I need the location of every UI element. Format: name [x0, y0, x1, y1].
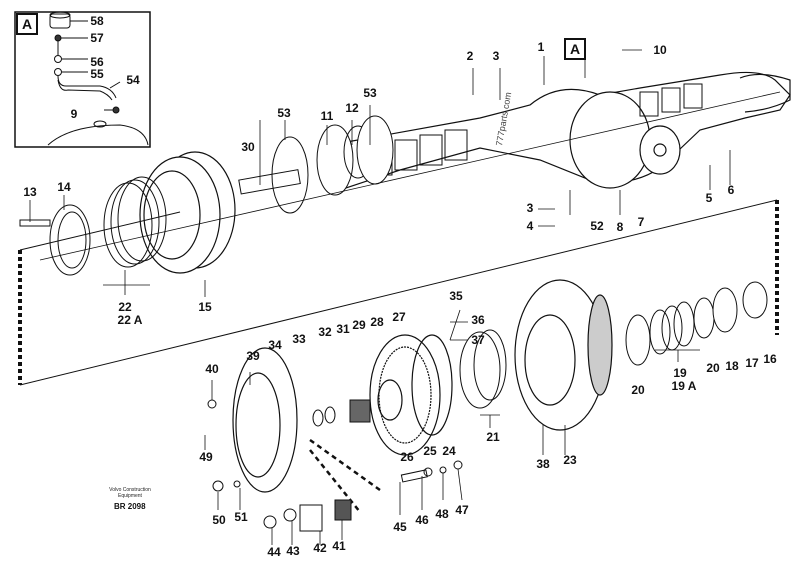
part-label-12[interactable]: 12 — [345, 101, 359, 115]
part-label-54[interactable]: 54 — [126, 73, 140, 87]
part-label-52[interactable]: 52 — [590, 219, 604, 233]
part-label-22[interactable]: 22 — [118, 300, 132, 314]
part-label-7[interactable]: 7 — [637, 215, 645, 229]
bolt-13 — [19, 219, 51, 227]
part-label-6[interactable]: 6 — [727, 183, 735, 197]
part-label-20-right[interactable]: 20 — [706, 361, 720, 375]
part-label-34[interactable]: 34 — [268, 338, 282, 352]
bearing-21 — [459, 331, 501, 409]
part-label-5[interactable]: 5 — [705, 191, 713, 205]
part-label-37[interactable]: 37 — [471, 333, 485, 347]
part-label-14[interactable]: 14 — [57, 180, 71, 194]
axle-housing — [329, 71, 791, 191]
planet-gear-42 — [299, 504, 323, 532]
part-label-50[interactable]: 50 — [212, 513, 226, 527]
part-label-11[interactable]: 11 — [320, 109, 334, 123]
part-label-35[interactable]: 35 — [449, 289, 463, 303]
inset-fitting-56 — [54, 55, 62, 63]
part-label-1[interactable]: 1 — [537, 40, 545, 54]
part-label-29[interactable]: 29 — [352, 318, 366, 332]
part-label-28[interactable]: 28 — [370, 315, 384, 329]
part-label-43[interactable]: 43 — [286, 544, 300, 558]
o-ring-53 — [271, 136, 309, 214]
part-label-40[interactable]: 40 — [205, 362, 219, 376]
inset-housing — [47, 124, 149, 146]
part-label-31[interactable]: 31 — [336, 322, 350, 336]
part-label-26[interactable]: 26 — [400, 450, 414, 464]
publisher-credit: Volvo Construction Equipment — [100, 487, 160, 499]
credit-line-2: Equipment — [118, 493, 142, 499]
part-label-46[interactable]: 46 — [415, 513, 429, 527]
part-label-27[interactable]: 27 — [392, 310, 406, 324]
part-label-44[interactable]: 44 — [267, 545, 281, 559]
part-label-33[interactable]: 33 — [292, 332, 306, 346]
part-label-41[interactable]: 41 — [332, 539, 346, 553]
inset-adapter-9 — [112, 106, 120, 114]
drawing-code: BR 2098 — [114, 502, 146, 511]
part-label-48[interactable]: 48 — [435, 507, 449, 521]
part-label-42[interactable]: 42 — [313, 541, 327, 555]
part-label-9[interactable]: 9 — [70, 107, 78, 121]
part-label-25[interactable]: 25 — [423, 444, 437, 458]
part-label-20-left[interactable]: 20 — [631, 383, 645, 397]
part-label-39[interactable]: 39 — [246, 349, 260, 363]
planet-carrier-39 — [232, 347, 298, 493]
hub-11 — [316, 124, 354, 196]
part-label-21[interactable]: 21 — [486, 430, 500, 444]
part-label-38[interactable]: 38 — [536, 457, 550, 471]
part-label-17[interactable]: 17 — [745, 356, 759, 370]
part-label-23[interactable]: 23 — [563, 453, 577, 467]
inset-callout-a: A — [16, 13, 38, 35]
part-label-19a[interactable]: 19 A — [671, 379, 697, 393]
inset-hose-54 — [57, 75, 117, 99]
part-label-10[interactable]: 10 — [653, 43, 667, 57]
part-label-3-bottom[interactable]: 3 — [526, 201, 534, 215]
part-label-55[interactable]: 55 — [90, 67, 104, 81]
part-label-16[interactable]: 16 — [763, 352, 777, 366]
part-label-51[interactable]: 51 — [234, 510, 248, 524]
part-label-3-top[interactable]: 3 — [492, 49, 500, 63]
brake-hub-15 — [139, 151, 236, 274]
ring-gear-26 — [369, 334, 453, 456]
part-label-22a[interactable]: 22 A — [117, 313, 143, 327]
wheel-hub-23 — [514, 279, 613, 431]
part-label-57[interactable]: 57 — [90, 31, 104, 45]
part-label-49[interactable]: 49 — [199, 450, 213, 464]
part-label-53-right[interactable]: 53 — [363, 86, 377, 100]
part-label-58[interactable]: 58 — [90, 14, 104, 28]
part-label-2[interactable]: 2 — [466, 49, 474, 63]
part-label-30[interactable]: 30 — [241, 140, 255, 154]
part-label-18[interactable]: 18 — [725, 359, 739, 373]
part-label-56[interactable]: 56 — [90, 55, 104, 69]
shaft-30 — [238, 169, 301, 195]
part-label-15[interactable]: 15 — [198, 300, 212, 314]
credit-line-1: Volvo Construction — [109, 487, 151, 493]
plate-14 — [49, 204, 91, 276]
part-label-4[interactable]: 4 — [526, 219, 534, 233]
inset-breather-cap — [49, 11, 71, 29]
inset-fitting-55 — [54, 68, 62, 76]
part-label-24[interactable]: 24 — [442, 444, 456, 458]
inset-frame — [14, 11, 151, 148]
part-label-32[interactable]: 32 — [318, 325, 332, 339]
part-label-45[interactable]: 45 — [393, 520, 407, 534]
part-label-8[interactable]: 8 — [616, 220, 624, 234]
part-label-53-left[interactable]: 53 — [277, 106, 291, 120]
part-label-13[interactable]: 13 — [23, 185, 37, 199]
part-label-47[interactable]: 47 — [455, 503, 469, 517]
part-label-19[interactable]: 19 — [673, 366, 687, 380]
bearing-17 — [712, 287, 738, 333]
main-callout-a: A — [564, 38, 586, 60]
part-label-36[interactable]: 36 — [471, 313, 485, 327]
disc-ring — [103, 182, 153, 268]
